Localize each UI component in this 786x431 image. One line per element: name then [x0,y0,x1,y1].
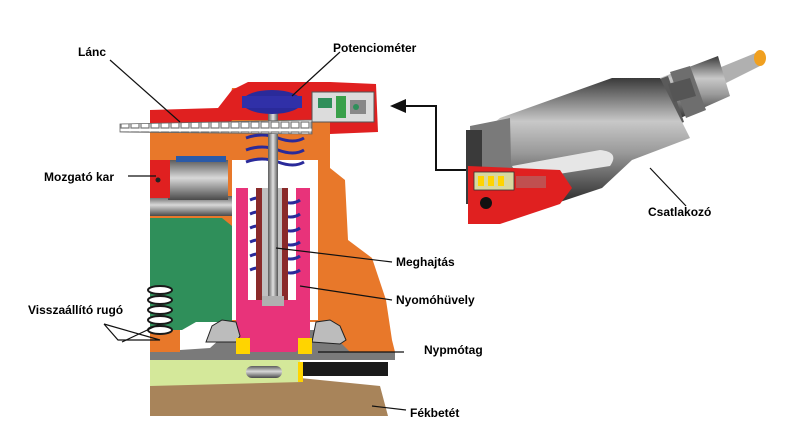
center-rod [268,108,278,306]
label-potenciometer: Potenciométer [333,41,417,55]
label-mozgato-kar: Mozgató kar [44,170,114,184]
pad-pin [246,366,282,378]
label-lanc: Lánc [78,45,106,59]
connector-arrow [390,99,466,171]
label-meghajtas: Meghajtás [396,255,455,269]
return-spring [147,285,173,335]
label-fekbetet: Fékbetét [410,406,459,420]
pad-black-strip [300,362,388,376]
label-visszaallito-rugo: Visszaállító rugó [28,303,123,317]
arm-cylinder [168,160,228,200]
label-csatlakozo: Csatlakozó [648,205,711,219]
chain [119,119,313,135]
brake-pad-lining [150,378,388,416]
connector [466,50,766,224]
label-nyomohuvely: Nyomóhüvely [396,293,475,307]
sensor-cross-section [119,82,395,416]
label-nypmotag: Nypmótag [424,343,483,357]
arm-shaft [150,196,234,216]
pressure-sleeve [236,188,310,352]
leader-lines [103,51,687,411]
